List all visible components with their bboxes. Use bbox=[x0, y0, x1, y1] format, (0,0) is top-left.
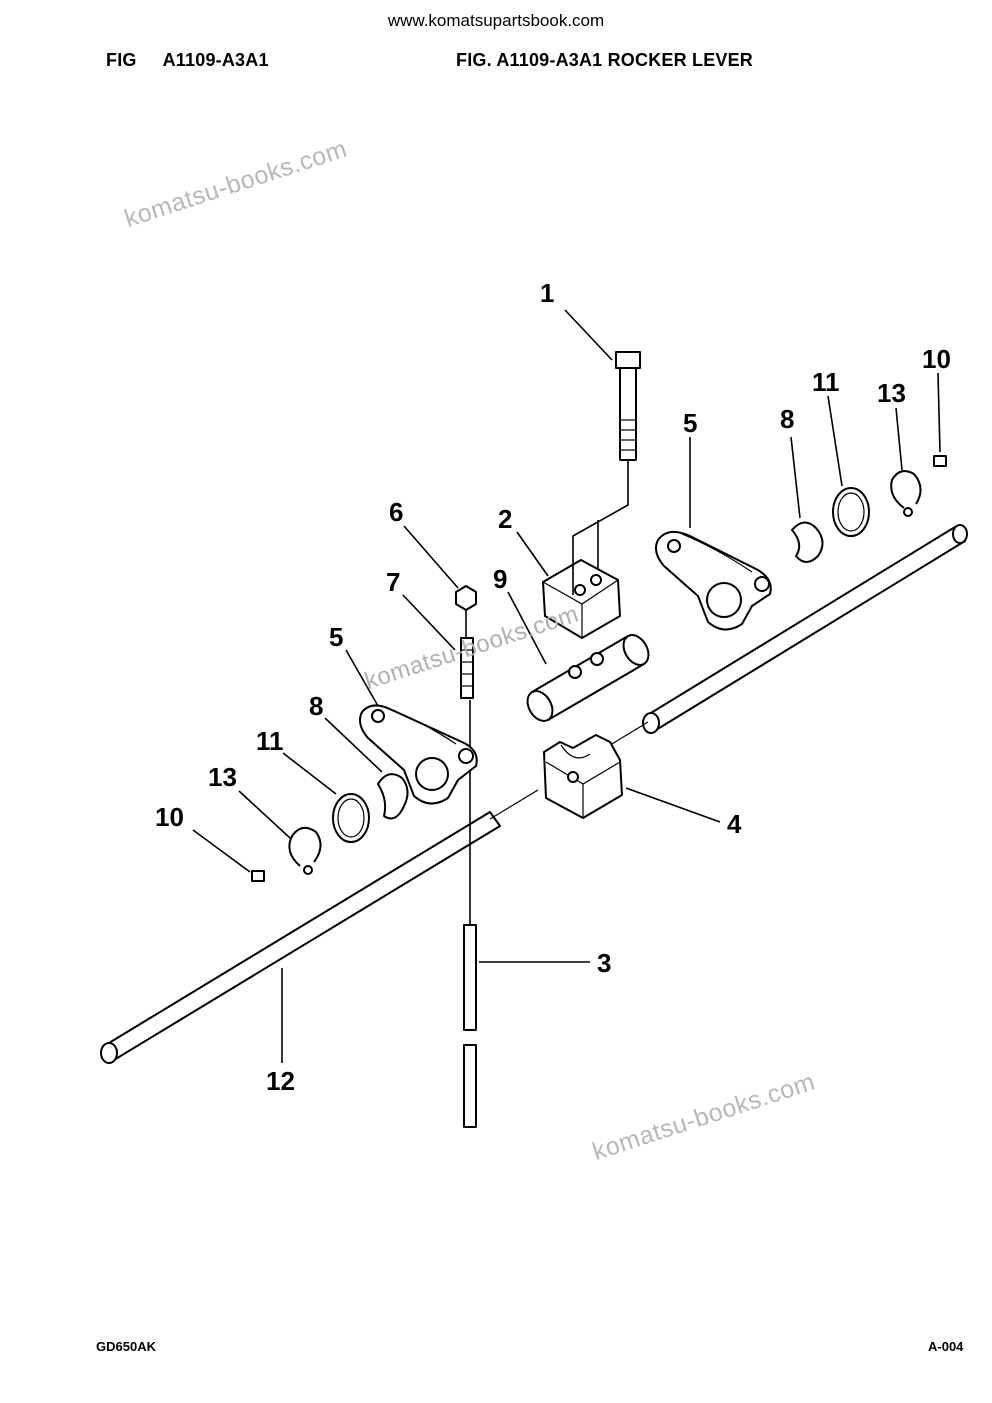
callout-4: 4 bbox=[727, 809, 742, 839]
callout-2: 2 bbox=[498, 504, 512, 534]
callout-6: 6 bbox=[389, 497, 403, 527]
plug-10-left bbox=[251, 870, 265, 882]
callout-7: 7 bbox=[386, 567, 400, 597]
pin-9 bbox=[526, 634, 650, 722]
nut-6 bbox=[455, 585, 477, 611]
callout-9: 9 bbox=[493, 564, 507, 594]
site-url[interactable]: www.komatsupartsbook.com bbox=[387, 11, 605, 30]
snap-ring-13-right bbox=[890, 470, 922, 517]
ring-11-right bbox=[832, 487, 870, 537]
callout-10-right: 10 bbox=[922, 344, 951, 374]
ring-11-left bbox=[332, 793, 370, 843]
bracket-lower-4 bbox=[543, 734, 623, 819]
page-number: A-004 bbox=[928, 1339, 964, 1354]
callout-3: 3 bbox=[597, 948, 611, 978]
figure-title: FIG. A1109-A3A1 ROCKER LEVER bbox=[456, 50, 754, 70]
leader-lines bbox=[192, 309, 941, 1063]
washer-8-left bbox=[377, 773, 409, 820]
callout-5-left: 5 bbox=[329, 622, 343, 652]
callout-10-left: 10 bbox=[155, 802, 184, 832]
pins-3 bbox=[463, 700, 477, 1128]
callout-13-left: 13 bbox=[208, 762, 237, 792]
callout-13-right: 13 bbox=[877, 378, 906, 408]
callout-8-left: 8 bbox=[309, 691, 323, 721]
fig-label: FIG bbox=[106, 50, 137, 70]
callout-1: 1 bbox=[540, 278, 554, 308]
stud-7 bbox=[460, 610, 474, 699]
callout-5-right: 5 bbox=[683, 408, 697, 438]
callout-11-left: 11 bbox=[256, 726, 284, 756]
bolt-1 bbox=[572, 351, 641, 595]
washer-8-right bbox=[791, 521, 824, 563]
callout-11-right: 11 bbox=[812, 367, 840, 397]
rocker-lever-5-left bbox=[359, 704, 478, 805]
plug-10-right bbox=[933, 455, 947, 467]
rocker-lever-5-right bbox=[655, 530, 772, 631]
callout-8-right: 8 bbox=[780, 404, 794, 434]
callout-labels: 1 2 3 4 5 5 6 7 8 8 9 10 10 11 11 12 13 … bbox=[155, 278, 951, 1096]
snap-ring-13-left bbox=[288, 826, 322, 875]
model-code: GD650AK bbox=[96, 1339, 156, 1354]
figure-code-header: FIG A1109-A3A1 bbox=[106, 50, 269, 71]
fig-code: A1109-A3A1 bbox=[162, 50, 269, 70]
callout-12: 12 bbox=[266, 1066, 295, 1096]
shaft-12 bbox=[100, 524, 968, 1064]
bracket-upper-2 bbox=[542, 559, 621, 639]
